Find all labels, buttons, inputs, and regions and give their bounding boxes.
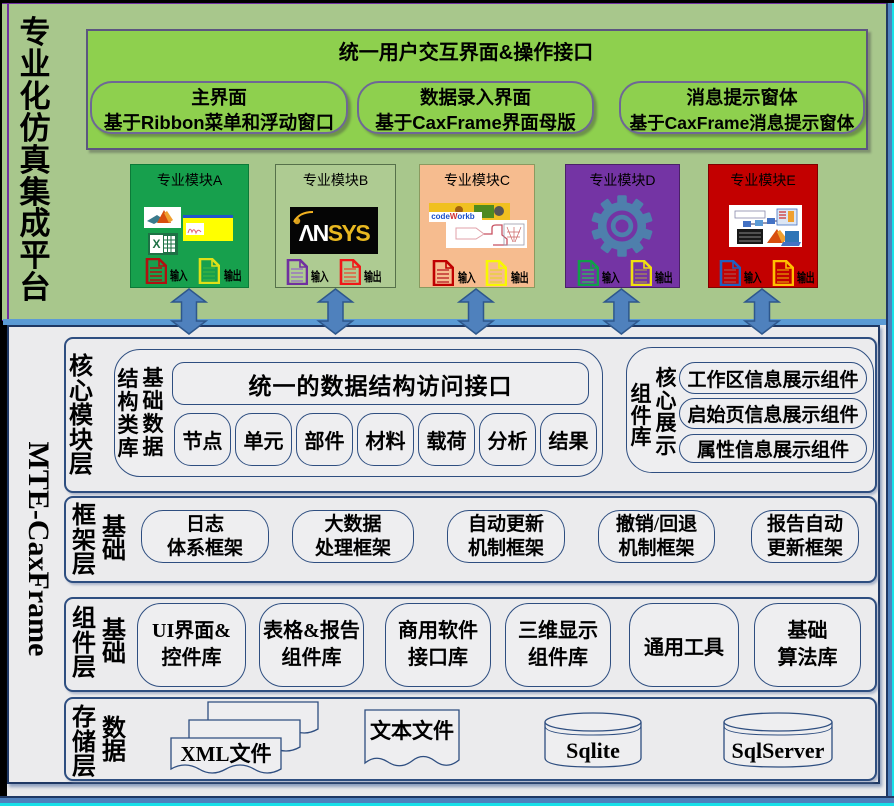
svg-text:XML文件: XML文件	[181, 742, 272, 766]
svg-text:SqlServer: SqlServer	[732, 738, 825, 763]
svg-text:文本文件: 文本文件	[370, 719, 454, 743]
svg-text:Sqlite: Sqlite	[566, 738, 620, 763]
